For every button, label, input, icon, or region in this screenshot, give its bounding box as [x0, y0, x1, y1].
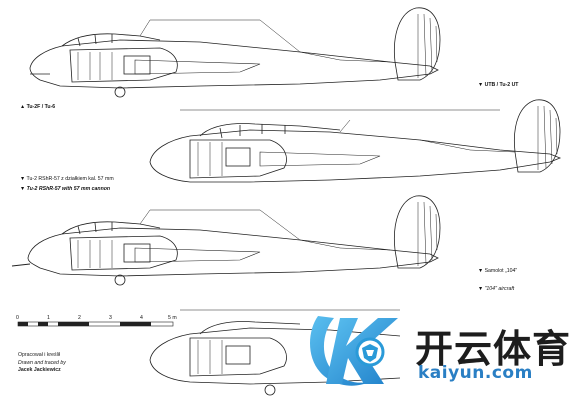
drawing-credits: Opracował i kreślił Drawn and traced by …	[18, 352, 66, 375]
label-utb: ▼ UTB / Tu-2 UT	[478, 82, 519, 88]
credits-line-pl: Opracował i kreślił	[18, 352, 61, 358]
scale-tick-1: 1	[47, 315, 50, 321]
credits-author: Jacek Jackiewicz	[18, 367, 61, 373]
aircraft-tu2f	[29, 7, 441, 98]
label-samolot-pl: ▼ Samolot „104"	[478, 268, 518, 274]
scale-tick-0: 0	[16, 315, 19, 321]
aircraft-samolot-104	[11, 195, 441, 286]
kaiyun-logo-icon	[310, 316, 398, 386]
label-rshr-en: ▼ Tu-2 RShR-57 with 57 mm cannon	[20, 186, 111, 192]
label-tu2f: ▲ Tu-2F / Tu-6	[20, 104, 56, 110]
scale-bar	[17, 321, 174, 327]
watermark-brand: 开云体育	[415, 327, 572, 371]
scale-tick-2: 2	[78, 315, 81, 321]
scale-tick-5: 5 m	[168, 315, 177, 321]
watermark-url: kaiyun.com	[418, 363, 533, 383]
scale-tick-4: 4	[140, 315, 143, 321]
aircraft-utb	[149, 99, 562, 183]
scale-tick-3: 3	[109, 315, 112, 321]
credits-line-en: Drawn and traced by	[18, 359, 66, 366]
label-samolot-en: ▼ "104" aircraft	[478, 286, 515, 292]
aircraft-bottom	[149, 309, 401, 396]
label-rshr-pl: ▼ Tu-2 RShR-57 z działkiem kal. 57 mm	[20, 176, 114, 182]
